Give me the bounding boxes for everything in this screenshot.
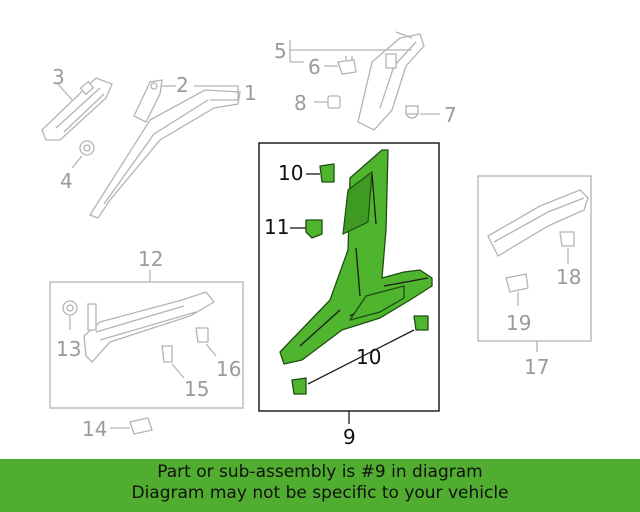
part-7-ghost[interactable] (405, 105, 419, 119)
part-10-clip-upper[interactable] (319, 163, 335, 183)
callout-13: 13 (56, 337, 81, 361)
leader-5 (289, 31, 413, 63)
part-6-ghost[interactable] (337, 56, 357, 75)
part-10-clip-lower-left[interactable] (291, 377, 307, 395)
callout-17: 17 (524, 355, 549, 379)
leader-15 (171, 363, 185, 379)
part-12-box (49, 281, 244, 409)
callout-19: 19 (506, 311, 531, 335)
leader-1 (194, 85, 239, 101)
leader-4 (71, 155, 83, 169)
part-1-ghost[interactable] (89, 89, 241, 219)
part-19-ghost[interactable] (505, 273, 529, 293)
leader-10-lower (307, 329, 415, 385)
part-11-clip[interactable] (305, 219, 323, 239)
part-2-ghost[interactable] (133, 79, 163, 123)
callout-10-upper: 10 (278, 161, 303, 185)
part-10-clip-lower-right[interactable] (413, 315, 429, 331)
part-3-ghost[interactable] (41, 77, 113, 141)
part-4-ghost[interactable] (79, 140, 95, 156)
callout-3: 3 (52, 65, 65, 89)
callout-10-lower: 10 (356, 345, 381, 369)
callout-14: 14 (82, 417, 107, 441)
banner-line-1: Part or sub-assembly is #9 in diagram (157, 462, 483, 482)
part-17-ghost[interactable] (487, 189, 589, 257)
callout-4: 4 (60, 169, 73, 193)
leader-16 (205, 343, 217, 357)
callout-5: 5 (274, 39, 287, 63)
callout-18: 18 (556, 265, 581, 289)
banner-line-2: Diagram may not be specific to your vehi… (131, 483, 509, 503)
callout-2: 2 (176, 73, 189, 97)
part-18-ghost[interactable] (559, 231, 575, 247)
callout-11: 11 (264, 215, 289, 239)
part-8-ghost[interactable] (327, 95, 341, 109)
callout-16: 16 (216, 357, 241, 381)
info-banner: Part or sub-assembly is #9 in diagram Di… (0, 459, 640, 512)
callout-12: 12 (138, 247, 163, 271)
callout-15: 15 (184, 377, 209, 401)
part-16-ghost[interactable] (195, 327, 209, 343)
callout-6: 6 (308, 55, 321, 79)
leader-3 (57, 83, 73, 101)
part-9-highlight[interactable] (279, 149, 433, 365)
callout-9: 9 (343, 425, 356, 449)
callout-7: 7 (444, 103, 457, 127)
part-17-box (477, 175, 592, 342)
parts-diagram: 3 4 2 1 5 6 8 7 (41, 31, 592, 449)
part-15-ghost[interactable] (161, 345, 173, 363)
part-12-ghost[interactable] (83, 291, 215, 363)
callout-8: 8 (294, 91, 307, 115)
callout-1: 1 (244, 81, 257, 105)
part-14-ghost[interactable] (129, 417, 153, 435)
part-13-ghost[interactable] (62, 300, 78, 316)
